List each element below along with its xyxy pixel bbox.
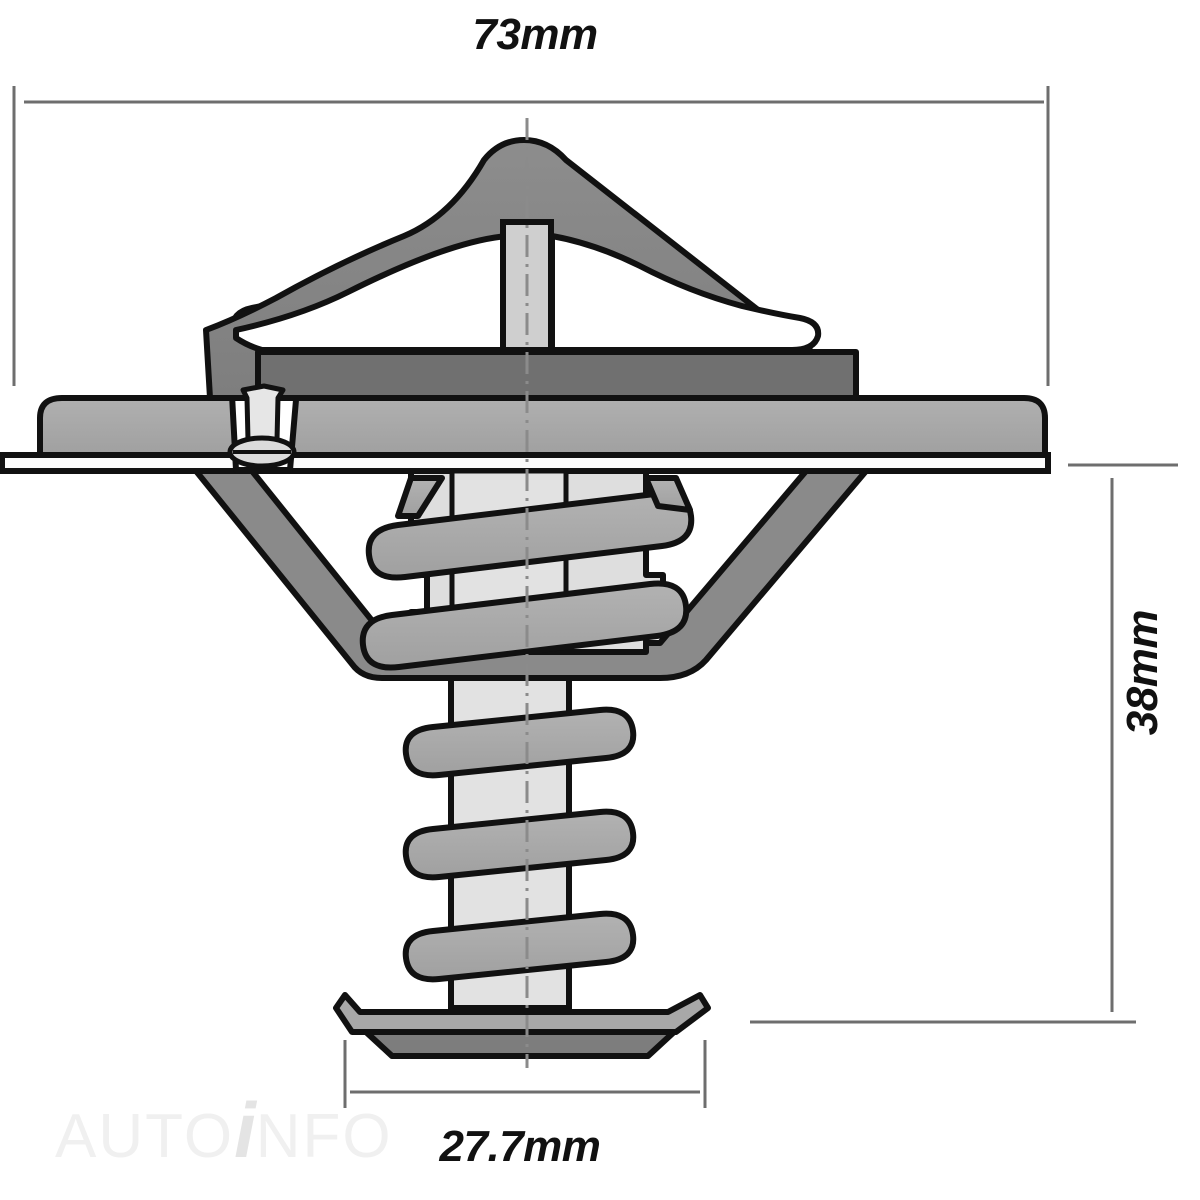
frame-arch-window-left [233, 233, 511, 353]
frame-bridge-base [255, 349, 859, 401]
bottom-plate-disc [333, 992, 711, 1035]
autoinfo-watermark: AUTOiNFO [55, 1085, 393, 1176]
lower-spring-coil-2 [402, 808, 637, 881]
lower-spring-coil-3 [402, 910, 637, 983]
dimension-label-width: 73mm [472, 10, 598, 59]
frame-arch-window-right [549, 233, 822, 353]
upper-spring [359, 475, 695, 671]
jiggle-pin-head [240, 383, 286, 443]
upper-spring-end-right [643, 475, 693, 513]
lower-spring-coil-1 [402, 706, 637, 779]
watermark-text-before: AUTO [55, 1102, 235, 1171]
thermostat-flange [0, 395, 1051, 474]
thermostat-frame-arch [203, 137, 859, 473]
dimension-label-height-text: 38mm [1118, 610, 1167, 736]
upper-spring-end-left [395, 475, 445, 519]
bottom-plate-boss [363, 1029, 677, 1059]
dimension-lines [12, 86, 1178, 1108]
dimension-label-valve-diameter: 27.7mm [439, 1122, 601, 1171]
dimension-label-height: 38mm [1118, 485, 1168, 735]
watermark-text-accent: i [234, 1086, 256, 1174]
bottom-valve-plate [333, 992, 711, 1059]
watermark-text-after: NFO [255, 1102, 393, 1171]
upper-spring-coil-2 [359, 580, 690, 671]
lower-spring [402, 706, 637, 983]
jiggle-valve-pin [227, 383, 297, 469]
flange-upper-band [37, 395, 1048, 458]
